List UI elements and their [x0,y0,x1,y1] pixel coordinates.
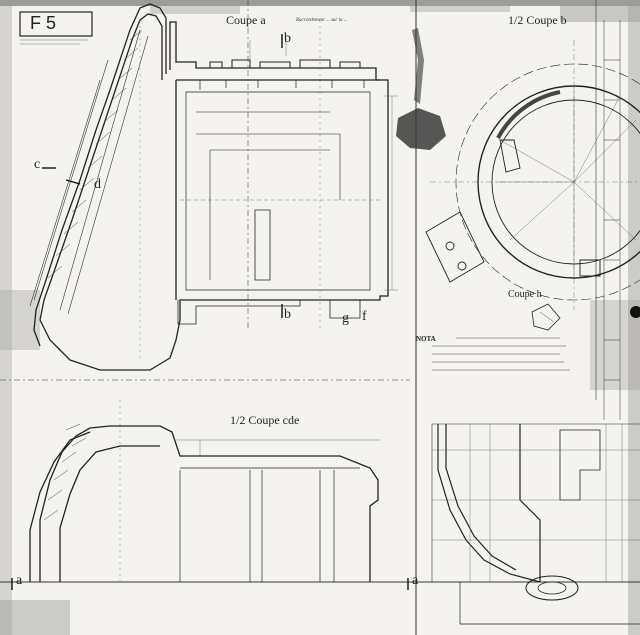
section-title-coupe-a: Coupe a [226,13,266,27]
coupe-cde-outline [29,425,379,582]
dimension-lines [139,20,398,360]
coupe-a-outline [33,3,389,371]
cut-marker-b-top: b [284,31,291,46]
cut-marker-d: d [94,177,101,192]
coupe-a-top-detail [199,59,365,90]
sheet-number-box [19,11,93,37]
sheet-number-note-lines [20,39,88,45]
cut-marker-c: c [34,157,41,172]
coupe-b-radials [430,40,640,310]
coupe-h-detail [531,303,561,331]
coupe-b-bracket [425,139,601,283]
bottom-right-lines [432,424,640,582]
cut-marker-f: f [362,309,367,324]
coupe-cde-hatch [43,423,87,521]
sheet-number: F 5 [30,13,57,33]
right-edge-ladder [603,20,621,420]
nota-title: NOTA [416,335,436,343]
bottom-right-detail [437,424,640,625]
cut-marker-g: g [342,311,349,326]
ink-smudge [412,28,424,104]
cut-marker-a-right: a [412,573,419,588]
cut-arrows [11,34,409,590]
punch-hole [630,306,640,318]
cut-marker-b-bottom: b [284,307,291,322]
coupe-a-hatch [47,29,143,279]
section-title-coupe-cde: 1/2 Coupe cde [230,413,300,427]
cut-marker-a-left: a [16,573,23,588]
coupe-cde-dims [119,400,380,582]
section-title-coupe-h: Coupe h [508,289,542,300]
nota-text-lines [432,337,570,371]
section-subtitle-coupe-a: Raccordement ... sur la ... [296,18,348,23]
stain-blob [396,108,446,150]
inclined-rails [29,29,149,315]
section-title-coupe-b: 1/2 Coupe b [508,13,567,27]
